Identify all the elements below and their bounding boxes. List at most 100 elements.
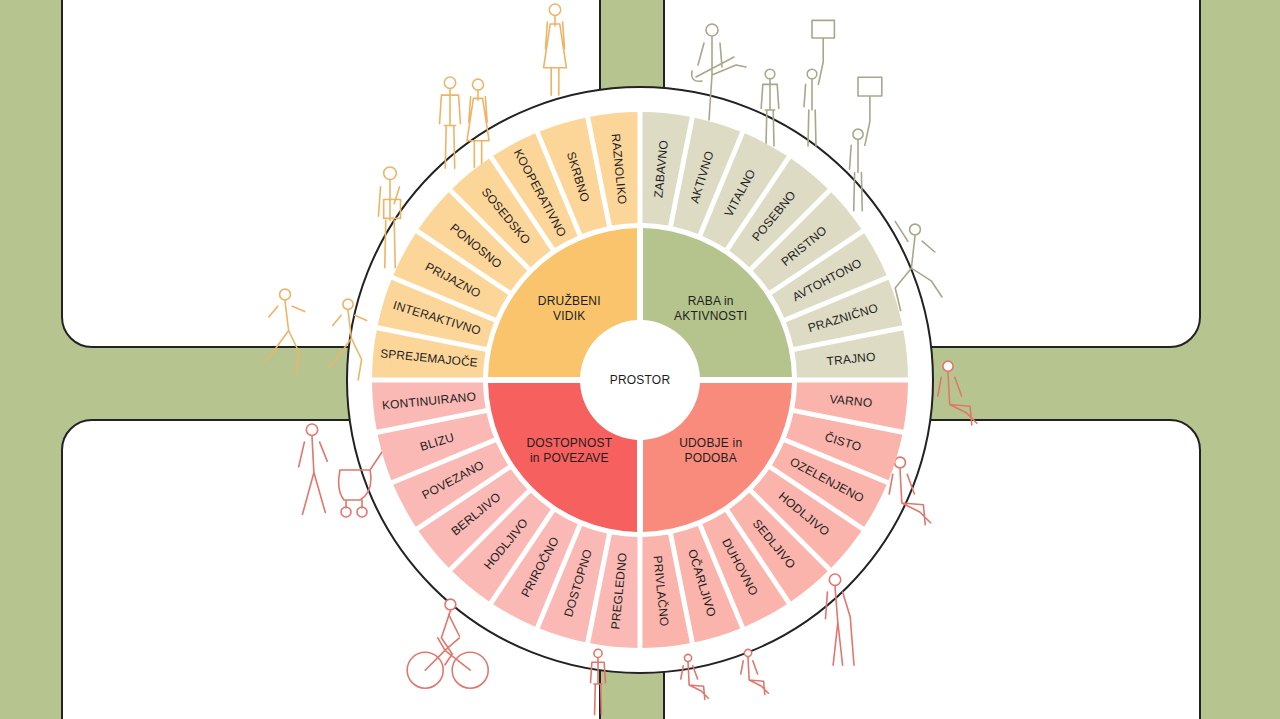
quality-segment: AKTIVNO xyxy=(340,80,940,680)
node-shape xyxy=(340,80,940,680)
person-figure xyxy=(850,77,882,210)
quality-label: PRIVLAČNO xyxy=(651,555,670,627)
quality-label: VARNO xyxy=(829,393,873,409)
figure-lines xyxy=(440,89,461,168)
quality-label: POVEZANO xyxy=(420,459,486,502)
node-shape xyxy=(340,80,940,680)
quality-label: BERLJIVO xyxy=(449,491,503,538)
node-shape xyxy=(340,80,940,680)
segment-wedge xyxy=(794,330,908,377)
quality-segment: PONOSNO xyxy=(340,80,940,680)
quality-segment: OZELENJENO xyxy=(340,80,940,680)
node-shape xyxy=(340,80,940,680)
person-figure xyxy=(895,221,942,310)
quality-segment: RAZNOLIKO xyxy=(340,80,940,680)
node-shape xyxy=(340,80,940,680)
figure-lines xyxy=(804,20,834,146)
quality-segment: ZABAVNO xyxy=(340,80,940,680)
person-figure xyxy=(741,649,769,694)
quality-label: SPREJEMAJOČE xyxy=(380,349,479,370)
segment-wedge xyxy=(786,280,902,347)
figure-head xyxy=(684,654,691,661)
node-shape xyxy=(340,80,940,680)
figure-lines xyxy=(407,611,488,688)
figure-lines xyxy=(761,80,779,146)
node-shape xyxy=(340,80,940,680)
segment-wedge xyxy=(729,493,827,602)
segment-wedge xyxy=(642,534,689,648)
figure-lines xyxy=(681,662,709,699)
category-quadrant: DRUŽBENI VIDIK xyxy=(340,80,940,680)
figure-lines xyxy=(328,310,367,380)
segment-wedge xyxy=(673,526,740,642)
person-figure xyxy=(761,69,779,146)
node-shape xyxy=(340,80,940,680)
quality-label: SEDLJIVO xyxy=(751,517,798,571)
quality-label: RAZNOLIKO xyxy=(610,133,629,205)
person-figure xyxy=(467,79,489,167)
quality-segment: BLIZU xyxy=(340,80,940,680)
figure-head xyxy=(549,4,560,15)
segment-wedge xyxy=(372,330,486,377)
person-figure xyxy=(889,457,930,524)
quality-label: PRIROČNO xyxy=(519,535,561,599)
segment-wedge xyxy=(493,512,577,627)
node-shape xyxy=(340,80,940,680)
segment-wedge xyxy=(673,118,740,234)
quality-segment: AVTOHTONO xyxy=(340,80,940,680)
quality-segment: PREGLEDNO xyxy=(340,80,940,680)
segment-wedge xyxy=(540,118,607,234)
category-label: DOSTOPNOST in POVEZAVE xyxy=(523,436,615,466)
figure-head xyxy=(910,224,921,235)
quality-label: POSEBNO xyxy=(751,189,799,244)
figure-head xyxy=(280,289,291,300)
person-figure xyxy=(299,424,328,514)
figure-head xyxy=(445,599,456,610)
quality-segment: SOSEDSKO xyxy=(340,80,940,680)
quality-label: KONTINUIRANO xyxy=(381,390,476,411)
quality-segment: SEDLJIVO xyxy=(340,80,940,680)
node-shape xyxy=(340,80,940,680)
quality-segment: KONTINUIRANO xyxy=(340,80,940,680)
person-figure xyxy=(328,299,367,380)
figure-lines xyxy=(850,77,882,210)
person-figure xyxy=(681,654,709,699)
segment-wedge xyxy=(393,442,508,526)
figure-lines xyxy=(889,469,930,525)
node-shape xyxy=(340,80,940,680)
quality-segment: HODLJIVO xyxy=(340,80,940,680)
quality-label: SOSEDSKO xyxy=(479,186,532,247)
figure-head xyxy=(706,24,718,36)
quality-label: AKTIVNO xyxy=(688,150,715,205)
quality-segment: VARNO xyxy=(340,80,940,680)
person-figure xyxy=(378,167,400,268)
quality-segment: DUHOVNO xyxy=(340,80,940,680)
quality-segment: POSEBNO xyxy=(340,80,940,680)
figure-lines xyxy=(591,658,606,714)
person-figure xyxy=(440,77,461,168)
quality-segment: TRAJNO xyxy=(340,80,940,680)
node-shape xyxy=(340,80,940,680)
segment-wedge xyxy=(590,534,637,648)
quality-segment: PRIJAZNO xyxy=(340,80,940,680)
segment-wedge xyxy=(753,469,862,567)
quality-label: PRISTNO xyxy=(779,223,829,267)
figure-head xyxy=(472,79,483,90)
person-figure xyxy=(544,4,567,95)
node-shape xyxy=(340,80,940,680)
node-shape xyxy=(340,80,940,680)
figure-lines xyxy=(741,657,769,694)
segment-wedge xyxy=(452,493,550,602)
person-figure xyxy=(263,289,304,375)
node-shape xyxy=(340,80,940,680)
segment-wedge xyxy=(540,526,607,642)
person-figure xyxy=(804,20,834,146)
segment-wedge xyxy=(772,442,887,526)
quality-segment: KOOPERATIVNO xyxy=(340,80,940,680)
quality-label: SKRBNO xyxy=(565,151,592,204)
segment-wedge xyxy=(786,413,902,480)
node-shape xyxy=(340,80,940,680)
figure-head xyxy=(895,457,906,468)
figure-head xyxy=(853,129,863,139)
